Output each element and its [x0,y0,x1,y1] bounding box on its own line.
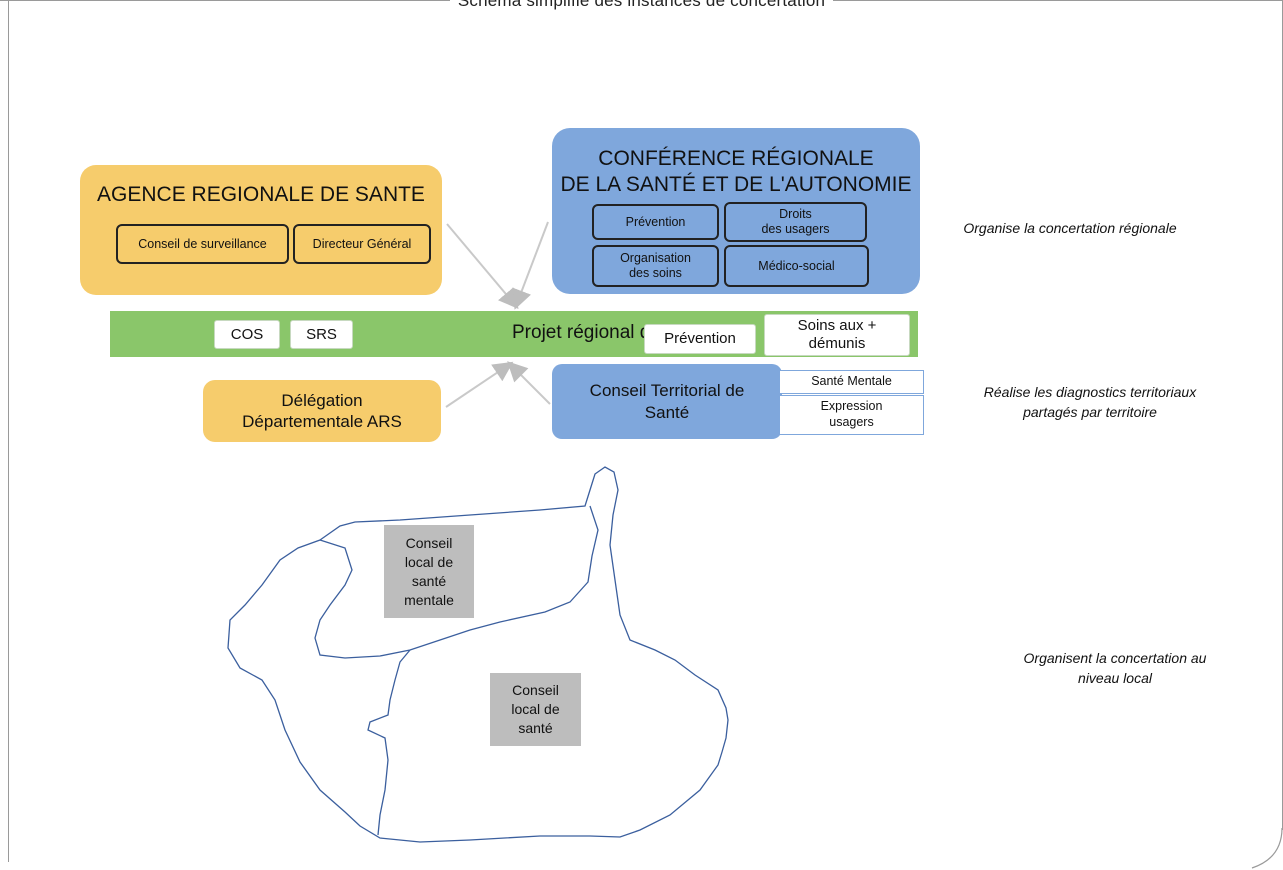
crsa-prevention: Prévention [592,204,719,240]
crsa-droits-usagers: Droits des usagers [724,202,867,242]
prs-srs: SRS [290,320,353,349]
conseil-local-sante-mentale: Conseil local de santé mentale [384,525,474,618]
prs-soins-demunis: Soins aux + démunis [764,314,910,356]
arrow-dd-to-prs [445,361,514,408]
cts-expression-usagers: Expression usagers [779,395,924,435]
territory-outline [227,466,729,843]
prs-band: COS SRS Projet régional de santé Prévent… [110,311,918,357]
crsa-title: CONFÉRENCE RÉGIONALE DE LA SANTÉ ET DE L… [552,146,920,198]
conseil-territorial-box: Conseil Territorial de Santé [552,364,782,439]
ars-title: AGENCE REGIONALE DE SANTE [97,183,425,206]
crsa-title-line2: DE LA SANTÉ ET DE L'AUTONOMIE [560,173,912,196]
crsa-medico-social: Médico-social [724,245,869,287]
ars-box: AGENCE REGIONALE DE SANTE Conseil de sur… [80,165,442,295]
arrow-ars-to-prs [446,223,519,310]
crsa-title-line1: CONFÉRENCE RÉGIONALE [598,147,874,170]
frame-left-border [8,0,9,862]
prs-cos: COS [214,320,280,349]
cts-sante-mentale: Santé Mentale [779,370,924,394]
cls-zone-outline [367,649,411,836]
arrow-cts-to-prs [507,361,551,405]
note-regional: Organise la concertation régionale [963,220,1177,236]
arrow-crsa-to-prs [512,221,549,310]
note-local: Organisent la concertation au niveau loc… [1023,650,1207,686]
clsm-zone-outline [314,505,599,659]
crsa-organisation-soins: Organisation des soins [592,245,719,287]
delegation-departementale-box: Délégation Départementale ARS [203,380,441,442]
ars-conseil-surveillance: Conseil de surveillance [116,224,289,264]
frame-corner-curve [1251,827,1283,869]
crsa-box: CONFÉRENCE RÉGIONALE DE LA SANTÉ ET DE L… [552,128,920,294]
frame-title: Schéma simplifié des instances de concer… [0,0,1283,11]
note-territorial: Réalise les diagnostics territoriaux par… [983,384,1197,420]
prs-prevention: Prévention [644,324,756,354]
conseil-local-sante: Conseil local de santé [490,673,581,746]
ars-directeur-general: Directeur Général [293,224,431,264]
